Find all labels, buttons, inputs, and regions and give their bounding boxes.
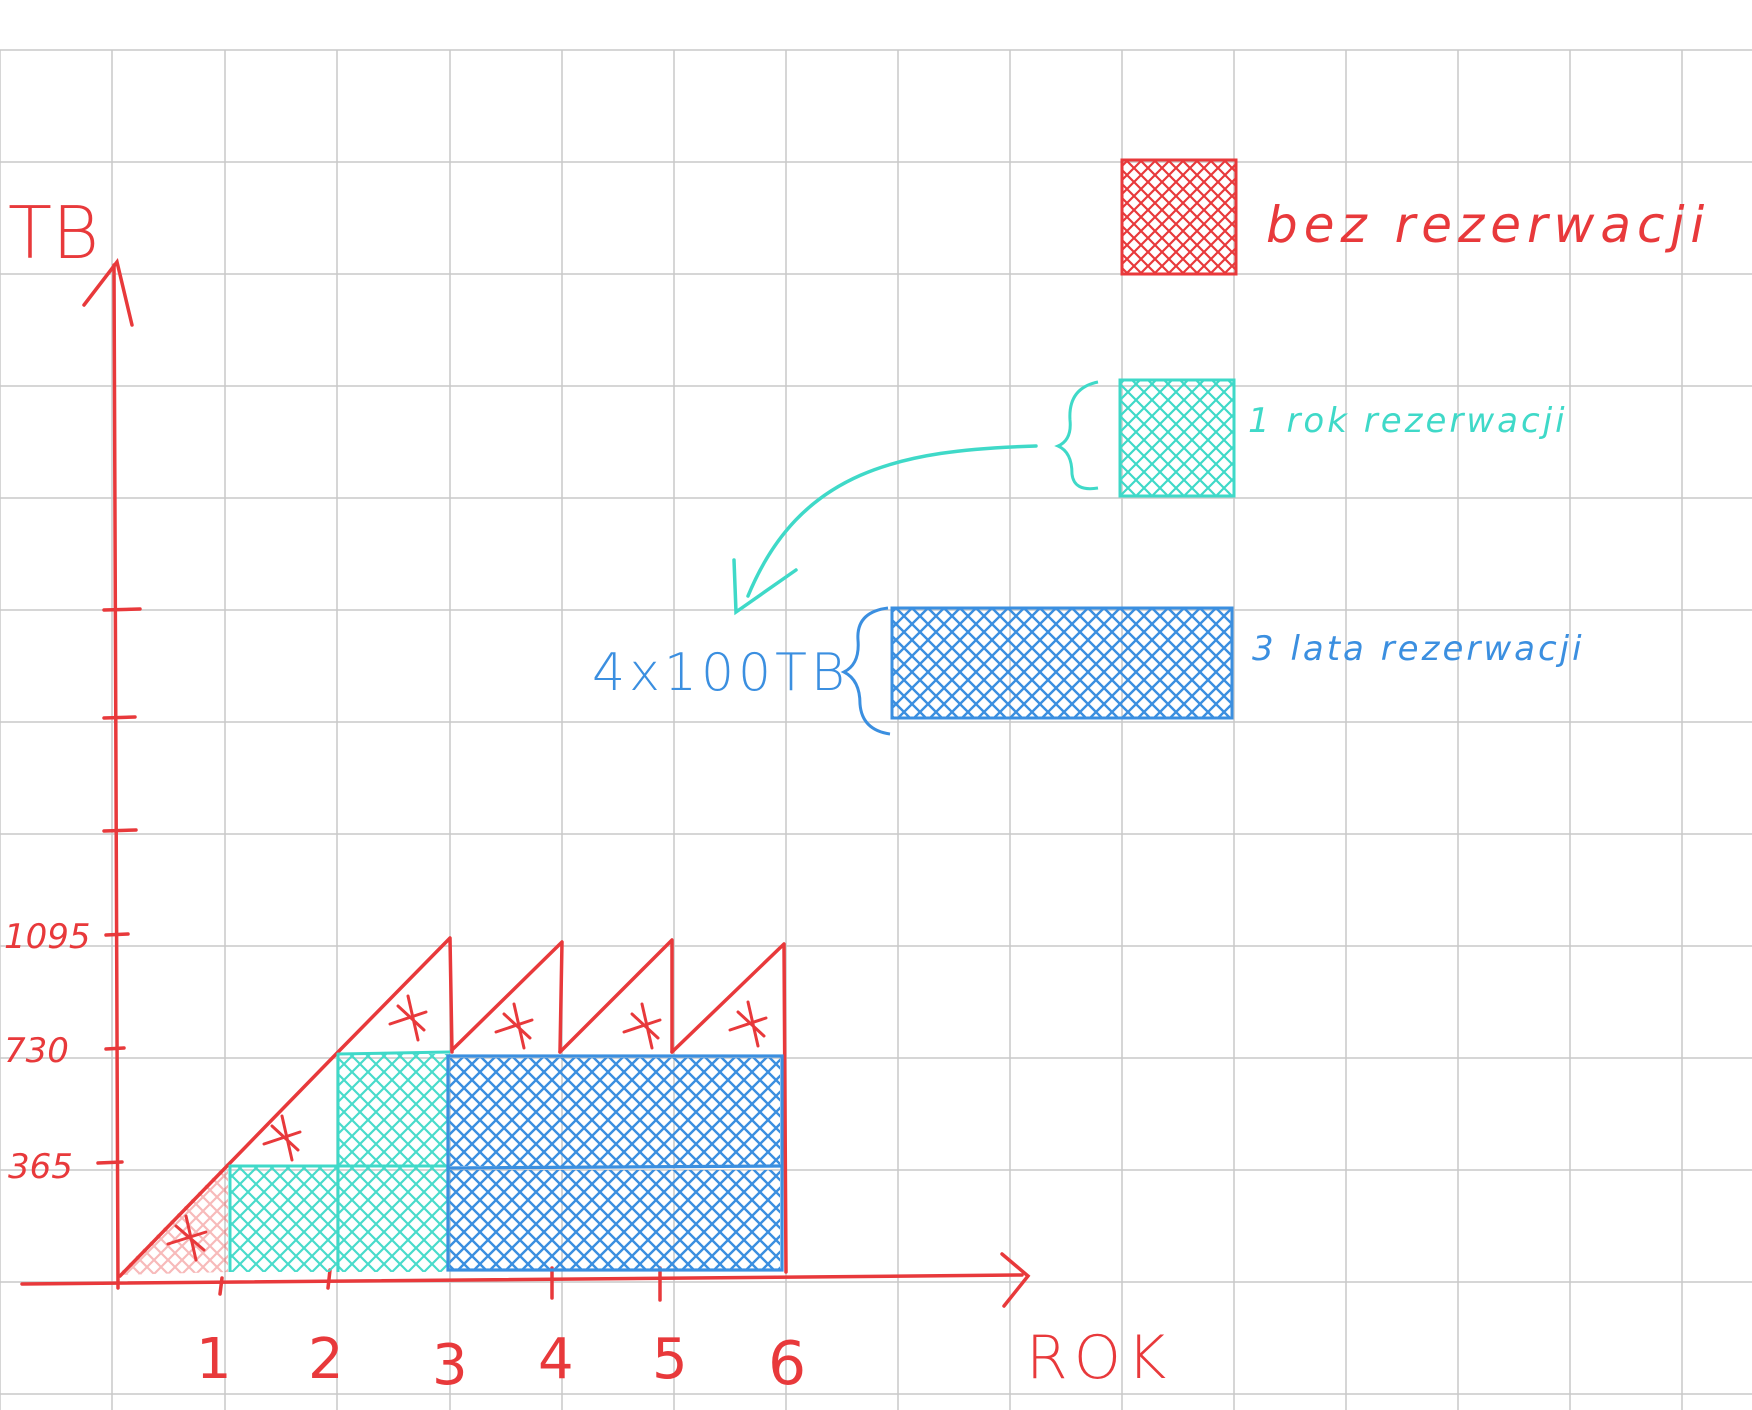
no-reservation-sawtooth (118, 936, 788, 1278)
capacity-annotation: 4x100TB (592, 643, 849, 703)
legend-label-three-year: 3 lata rezerwacji (1252, 629, 1585, 669)
x-tick-label-5: 5 (652, 1327, 688, 1392)
legend-label-one-year: 1 rok rezerwacji (1248, 401, 1568, 441)
legend-one-year: 1 rok rezerwacji (1054, 378, 1568, 498)
legend-no-reservation: bez rezerwacji (1120, 158, 1710, 276)
legend-label-no-reservation: bez rezerwacji (1266, 196, 1710, 254)
y-axis (82, 258, 142, 1290)
legend-swatch-blue (890, 606, 1234, 720)
x-axis-label: ROK (1026, 1323, 1172, 1393)
y-tick-label-1095: 1095 (4, 917, 91, 957)
x-tick-label-2: 2 (308, 1327, 344, 1392)
curved-arrow-icon (732, 444, 1038, 616)
x-tick-label-6: 6 (768, 1329, 806, 1399)
legend-swatch-red (1120, 158, 1238, 276)
y-tick-label-365: 365 (8, 1147, 73, 1187)
one-year-blocks (228, 1050, 451, 1272)
x-tick-label-1: 1 (196, 1327, 232, 1392)
x-axis (20, 1252, 1031, 1308)
x-tick-label-4: 4 (538, 1327, 574, 1392)
x-tick-label-3: 3 (432, 1333, 468, 1398)
legend-swatch-teal (1118, 378, 1236, 498)
three-year-blocks (446, 1054, 784, 1272)
grid-lines (0, 49, 1752, 1410)
legend-three-year: 3 lata rezerwacji 4x100TB (592, 606, 1585, 736)
y-axis-label: TB (8, 191, 99, 275)
y-tick-label-730: 730 (4, 1031, 69, 1071)
